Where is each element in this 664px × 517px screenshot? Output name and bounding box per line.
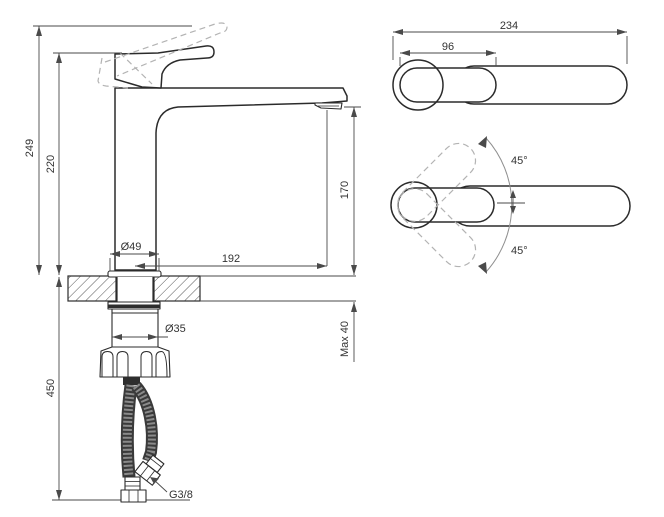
dim-nut-diameter: Ø35 (112, 323, 186, 340)
faucet-body-spout (114, 87, 348, 271)
dim-192-label: 192 (222, 253, 240, 265)
hose-fitting-left (120, 476, 147, 503)
pivot-marker (497, 190, 525, 214)
aerator (314, 102, 343, 110)
dim-spout-reach: 192 (135, 110, 328, 269)
dim-96-label: 96 (442, 41, 454, 53)
dim-max-thickness: Max 40 (339, 302, 357, 362)
dim-d49-label: Ø49 (121, 241, 142, 253)
plan-view: 234 96 (392, 20, 628, 111)
rubber-gasket (108, 304, 160, 308)
hose-crimp (123, 377, 140, 385)
dim-170-label: 170 (339, 181, 351, 199)
dim-overall-height: 249 (24, 25, 192, 275)
dim-hose-length: 450 (45, 277, 62, 500)
dim-base-diameter: Ø49 (109, 241, 160, 271)
base-flange (107, 270, 162, 278)
countertop-section (67, 275, 356, 302)
dim-overall-length: 234 (392, 20, 628, 64)
dim-234-label: 234 (500, 20, 518, 32)
handle-rotated-down-dashed (397, 188, 477, 268)
mounting-nut-body (111, 308, 159, 348)
lever-handle-raised-dashed (97, 22, 228, 89)
dim-max40-label: Max 40 (339, 321, 351, 357)
body-plan (392, 59, 444, 111)
dim-249-label: 249 (24, 139, 36, 157)
mounting-hardware (99, 277, 171, 385)
body-swivel (390, 181, 438, 229)
g38-label: G3/8 (169, 489, 193, 501)
dim-220-label: 220 (45, 155, 57, 173)
lever-handle (114, 45, 215, 89)
dim-handle-length: 96 (399, 41, 497, 66)
handle-plan (399, 67, 497, 103)
dim-450-label: 450 (45, 379, 57, 397)
side-view: 249 220 450 Ø49 192 (24, 22, 361, 503)
hose-thread-callout: G3/8 (150, 477, 193, 501)
dim-body-height: 220 (45, 52, 122, 275)
dim-d35-label: Ø35 (165, 323, 186, 335)
angle-lower-label: 45° (511, 245, 528, 257)
swivel-arc (478, 136, 513, 274)
handle-rotated-up-dashed (397, 142, 477, 222)
swivel-view: 45° 45° (390, 136, 631, 274)
dim-spout-height: 170 (339, 106, 361, 275)
angle-upper-label: 45° (511, 155, 528, 167)
supply-hoses (120, 382, 165, 503)
